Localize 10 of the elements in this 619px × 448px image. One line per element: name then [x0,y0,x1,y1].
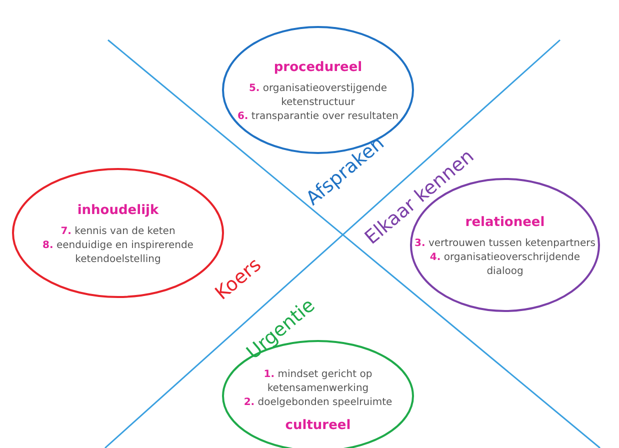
list-item: 6. transparantie over resultaten [237,110,399,124]
list-item: 4. organisatieoverschrijdende dialoog [428,250,582,278]
heading: inhoudelijk [77,202,159,218]
list-item: 2. doelgebonden speelruimte [244,396,392,410]
list-item: 8. eenduidige en inspirerende ketendoelstelling [42,238,194,266]
heading: relationeel [465,214,545,230]
list-item: 7. kennis van de keten [60,224,176,238]
heading: cultureel [285,418,351,433]
list-item: 3. vertrouwen tussen ketenpartners [414,236,596,250]
heading: procedureel [274,60,362,74]
